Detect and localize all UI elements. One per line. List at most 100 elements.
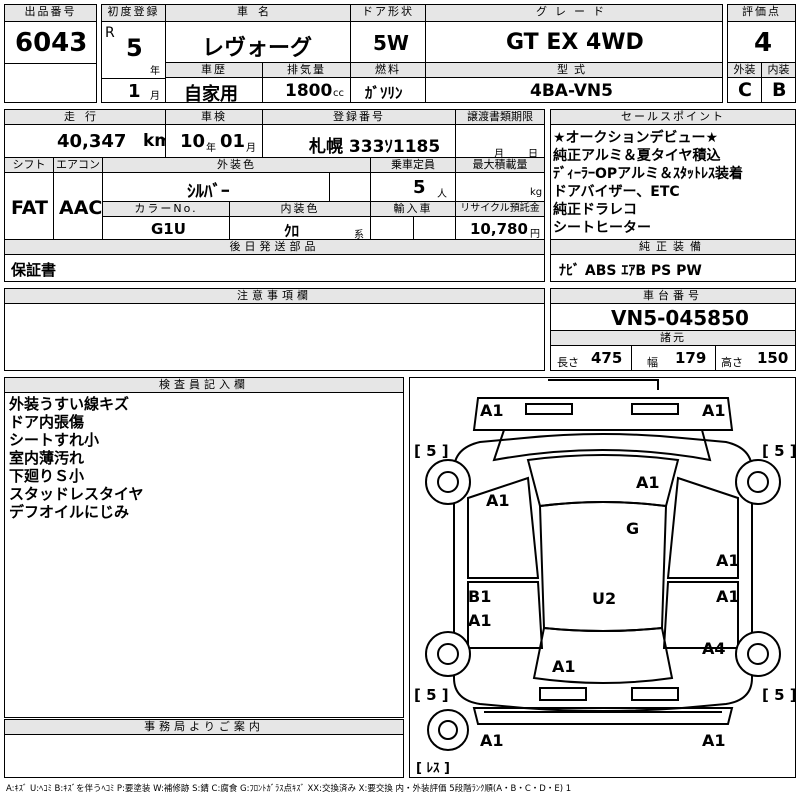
rear-plate-outline-right	[631, 687, 679, 701]
body-outline	[453, 433, 753, 712]
spec-divider-2	[715, 346, 716, 370]
disp-label: 排気量	[262, 62, 351, 78]
name-label: 車名	[165, 4, 351, 22]
wheel-fl-inner	[437, 471, 459, 493]
capacity-box: 5 人	[370, 172, 456, 202]
color-value: ｼﾙﾊﾞｰ	[187, 182, 230, 202]
grade-box: GT EX 4WD	[425, 21, 723, 63]
grade-value: GT EX 4WD	[506, 30, 644, 55]
spec-label: 諸元	[550, 330, 796, 346]
inspector-note-line: 外装うすい線キズ	[9, 395, 130, 413]
mileage-box: 40,347 km	[4, 124, 172, 158]
recycle-label: リサイクル預託金	[455, 201, 545, 217]
later-parts-value: 保証書	[11, 261, 57, 279]
mark-left-fender: A1	[486, 491, 510, 510]
sales-point-line: ドアバイザー、ETC	[553, 184, 680, 200]
ext-value: C	[738, 79, 752, 101]
disp-unit: cc	[333, 88, 344, 99]
door-box: 5W	[350, 21, 426, 63]
spare-wheel-inner	[438, 720, 458, 740]
roof-outline	[538, 501, 668, 632]
inspect-label: 車検	[165, 109, 263, 125]
front-bumper-outline	[472, 379, 734, 431]
height-value: 150	[757, 349, 789, 367]
model-label: 型式	[425, 62, 723, 78]
caution-label: 注意事項欄	[4, 288, 545, 304]
era-label: R	[105, 25, 115, 41]
color-label: 外装色	[102, 157, 371, 173]
first-reg-box: R 5 年	[101, 21, 166, 79]
score-box: 4	[727, 21, 796, 64]
mark-rear-right: A1	[702, 731, 726, 750]
fuel-value: ｶﾞｿﾘﾝ	[365, 84, 403, 102]
fuel-label: 燃料	[350, 62, 426, 78]
transfer-label: 譲渡書類期限	[455, 109, 545, 125]
inspector-note-line: ドア内張傷	[9, 413, 85, 431]
sales-point-line: ★オークションデビュー★	[553, 130, 719, 146]
sales-points-list: ★オークションデビュー★純正アルミ＆夏タイヤ積込ﾃﾞｨｰﾗｰOPアルミ＆ｽﾀｯﾄ…	[553, 129, 743, 237]
ext-box: C	[727, 77, 762, 103]
history-value: 自家用	[184, 84, 238, 105]
grille-outline-right	[631, 403, 679, 415]
caution-box	[4, 303, 545, 371]
door-label: ドア形状	[350, 4, 426, 22]
shift-box: FAT	[4, 172, 54, 240]
legend-text: A:ｷｽﾞ U:ﾍｺﾐ B:ｷｽﾞを伴うﾍｺﾐ P:要塗装 W:補修跡 S:錆 …	[6, 784, 572, 794]
left-side-outline	[467, 476, 540, 579]
color-box: ｼﾙﾊﾞｰ	[102, 172, 371, 202]
import-box	[370, 216, 456, 240]
left-rear-side-outline	[467, 581, 544, 649]
right-rear-side-outline	[662, 581, 739, 649]
shift-value: FAT	[11, 197, 48, 219]
mark-front-right: A1	[702, 401, 726, 420]
office-box	[4, 734, 404, 778]
wheel-rl-inner	[437, 643, 459, 665]
office-label: 事務局よりご案内	[4, 719, 404, 735]
reg-value: 札幌 333ｿ1185	[309, 137, 441, 157]
history-box: 自家用	[165, 77, 263, 105]
inspector-notes-list: 外装うすい線キズドア内張傷シートすれ小室内薄汚れ下廻りＳ小スタッドレスタイヤデフ…	[9, 395, 144, 521]
car-diagram-box: [ 5 ] [ 5 ] [ 5 ] [ 5 ] [ ﾚｽ ] A1 A1 A1 …	[409, 377, 796, 778]
colorno-label: カラーNo.	[102, 201, 230, 217]
mark-left-rear-door-a: A1	[468, 611, 492, 630]
mark-front-left: A1	[480, 401, 504, 420]
recycle-box: 10,780 円	[455, 216, 545, 240]
lot-number: 6043	[15, 28, 88, 58]
inspect-month: 01	[220, 131, 246, 152]
load-unit: kg	[530, 187, 543, 198]
equipment-box: ﾅﾋﾞ ABS ｴｱB PS PW	[550, 254, 796, 282]
wheel-fr-inner	[747, 471, 769, 493]
transfer-month: 月	[494, 149, 504, 160]
length-value: 475	[591, 349, 623, 367]
rear-lower-outline	[484, 711, 722, 725]
sales-box: ★オークションデビュー★純正アルミ＆夏タイヤ積込ﾃﾞｨｰﾗｰOPアルミ＆ｽﾀｯﾄ…	[550, 124, 796, 240]
capacity-label: 乗車定員	[370, 157, 456, 173]
inspector-note-line: デフオイルにじみ	[9, 503, 130, 521]
mark-rear-left: A1	[480, 731, 504, 750]
mark-right-front-door: A1	[716, 551, 740, 570]
height-label: 高さ	[721, 356, 743, 369]
inspector-note-line: 室内薄汚れ	[9, 449, 85, 467]
rear-plate-outline	[539, 687, 587, 701]
mark-left-rear-door-b: B1	[468, 587, 491, 606]
intcolor-unit: 系	[354, 230, 364, 241]
inspector-label: 検査員記入欄	[4, 377, 404, 393]
colorno-box: G1U	[102, 216, 230, 240]
ac-value: AAC	[59, 197, 103, 219]
capacity-unit: 人	[437, 189, 447, 200]
mileage-unit: km	[143, 131, 173, 151]
inspect-month-unit: 月	[246, 143, 256, 154]
year-unit: 年	[150, 66, 160, 77]
ac-box: AAC	[53, 172, 103, 240]
tire-rl-label: [ 5 ]	[414, 686, 449, 704]
import-divider	[413, 216, 414, 240]
import-label: 輸入車	[370, 201, 456, 217]
mark-windshield: G	[626, 519, 639, 538]
right-side-outline	[666, 476, 739, 579]
rear-window-outline	[532, 626, 674, 684]
mark-hood: A1	[636, 473, 660, 492]
transfer-day: 日	[528, 149, 538, 160]
capacity-value: 5	[413, 177, 426, 198]
first-reg-month: 1	[128, 81, 141, 102]
inspect-year: 10	[180, 131, 206, 152]
